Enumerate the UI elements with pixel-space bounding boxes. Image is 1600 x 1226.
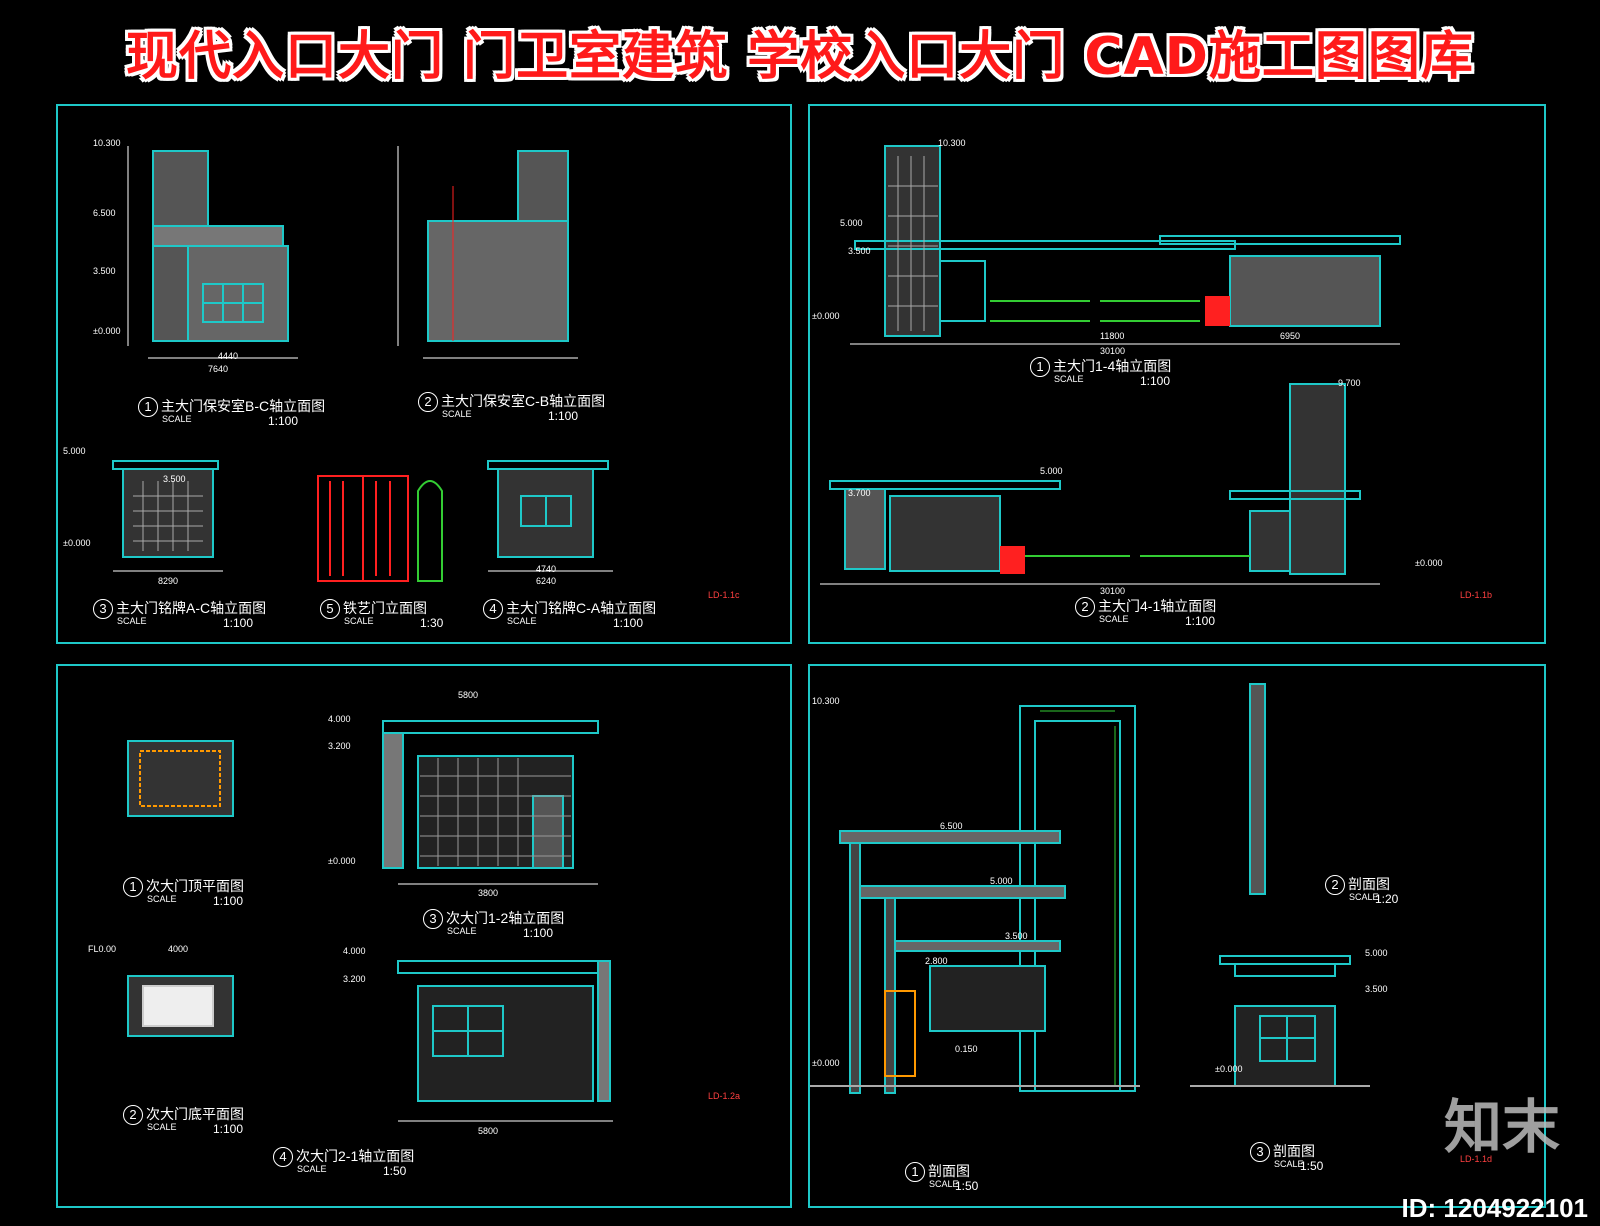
dim-label: 3.500 [163, 474, 186, 484]
dim-label: 3.700 [848, 488, 871, 498]
dim-label: 4000 [168, 944, 189, 954]
dim-label: 5800 [478, 1126, 499, 1136]
page-title: 现代入口大门 门卫室建筑 学校入口大门 CAD施工图图库 [126, 27, 1474, 87]
section-drawings [810, 683, 1370, 1094]
dim-label: 6.500 [93, 208, 116, 218]
dim-label: 5.000 [1040, 466, 1063, 476]
dim-label: ±0.000 [1415, 558, 1443, 568]
dim-label: 8290 [158, 576, 179, 586]
dim-label: 7640 [208, 364, 229, 374]
sheet-number: LD-1.2a [708, 1091, 741, 1101]
dim-label: 6.500 [940, 821, 963, 831]
dim-label: ±0.000 [328, 856, 356, 866]
dim-label: 5.000 [840, 218, 863, 228]
dim-label: 4.000 [343, 946, 366, 956]
dim-label: FL0.00 [88, 944, 117, 954]
sheet-number: LD-1.1b [1460, 590, 1493, 600]
dim-label: 3800 [478, 888, 499, 898]
dim-label: 10.300 [938, 138, 966, 148]
dim-label: 5.000 [63, 446, 86, 456]
watermark-logo: 知末 [1443, 1093, 1560, 1161]
dim-label: 30100 [1100, 586, 1126, 596]
dim-label: 0.150 [955, 1044, 978, 1054]
dim-label: ±0.000 [93, 326, 121, 336]
dim-label: 3.200 [328, 741, 351, 751]
dim-label: 6240 [536, 576, 557, 586]
dim-label: ±0.000 [812, 1058, 840, 1068]
dim-label: 4.000 [328, 714, 351, 724]
dim-label: 4740 [536, 564, 557, 574]
image-id-label: ID: 1204922101 [1401, 1193, 1588, 1223]
dim-label: 3.500 [1005, 931, 1028, 941]
dim-label: 6950 [1280, 331, 1301, 341]
dim-label: 5.000 [990, 876, 1013, 886]
sheet-number: LD-1.1c [708, 590, 740, 600]
dim-label: 10.300 [812, 696, 840, 706]
dim-label: 30100 [1100, 346, 1126, 356]
dim-label: 3.500 [93, 266, 116, 276]
dim-label: ±0.000 [1215, 1064, 1243, 1074]
dim-label: 3.500 [1365, 984, 1388, 994]
dim-label: 5800 [458, 690, 479, 700]
dim-label: ±0.000 [812, 311, 840, 321]
dim-label: 2.800 [925, 956, 948, 966]
dim-label: 4440 [218, 351, 239, 361]
dim-label: 3.500 [848, 246, 871, 256]
dim-label: 3.200 [343, 974, 366, 984]
guardhouse-elevation-drawings [112, 146, 613, 582]
dim-label: ±0.000 [63, 538, 91, 548]
dim-label: 9.700 [1338, 378, 1361, 388]
dim-label: 11800 [1100, 331, 1125, 341]
main-gate-elevation-drawings [820, 145, 1401, 585]
sheet-number: LD-1.1d [1460, 1154, 1493, 1164]
secondary-gate-drawings [127, 720, 613, 1122]
dim-label: 5.000 [1365, 948, 1388, 958]
dim-label: 10.300 [93, 138, 121, 148]
